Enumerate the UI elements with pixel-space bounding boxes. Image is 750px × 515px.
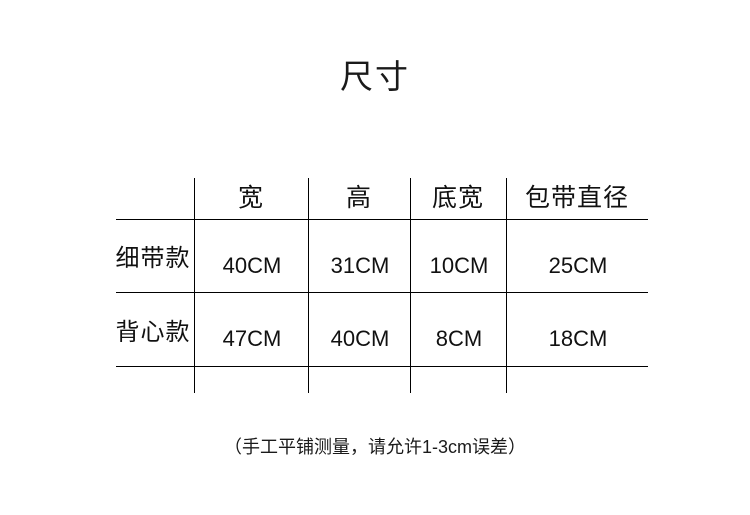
table-rule-top <box>116 219 648 220</box>
table-header-width: 宽 <box>237 184 264 212</box>
page-title: 尺寸 <box>340 58 410 95</box>
table-cell-vest-bottom-width: 8CM <box>435 326 483 351</box>
table-cell-thin-strap-height: 31CM <box>330 253 390 278</box>
table-header-bottom-width: 底宽 <box>431 184 484 212</box>
table-row-label-thin-strap: 细带款 <box>115 245 191 272</box>
table-cell-vest-height: 40CM <box>330 326 390 351</box>
table-cell-thin-strap-strap-diameter: 25CM <box>548 253 608 278</box>
table-cell-vest-width: 47CM <box>222 326 282 351</box>
table-cell-thin-strap-bottom-width: 10CM <box>429 253 489 278</box>
table-column-divider-2 <box>308 178 309 393</box>
table-rule-middle <box>116 292 648 293</box>
table-column-divider-3 <box>410 178 411 393</box>
table-column-divider-1 <box>194 178 195 393</box>
table-row-label-vest: 背心款 <box>115 319 191 346</box>
table-column-divider-4 <box>506 178 507 393</box>
table-cell-vest-strap-diameter: 18CM <box>548 326 608 351</box>
table-cell-thin-strap-width: 40CM <box>222 253 282 278</box>
measurement-note: （手工平铺测量，请允许1-3cm误差） <box>223 437 526 457</box>
table-header-strap-diameter: 包带直径 <box>524 184 629 212</box>
table-header-height: 高 <box>345 184 372 212</box>
table-rule-bottom <box>116 366 648 367</box>
